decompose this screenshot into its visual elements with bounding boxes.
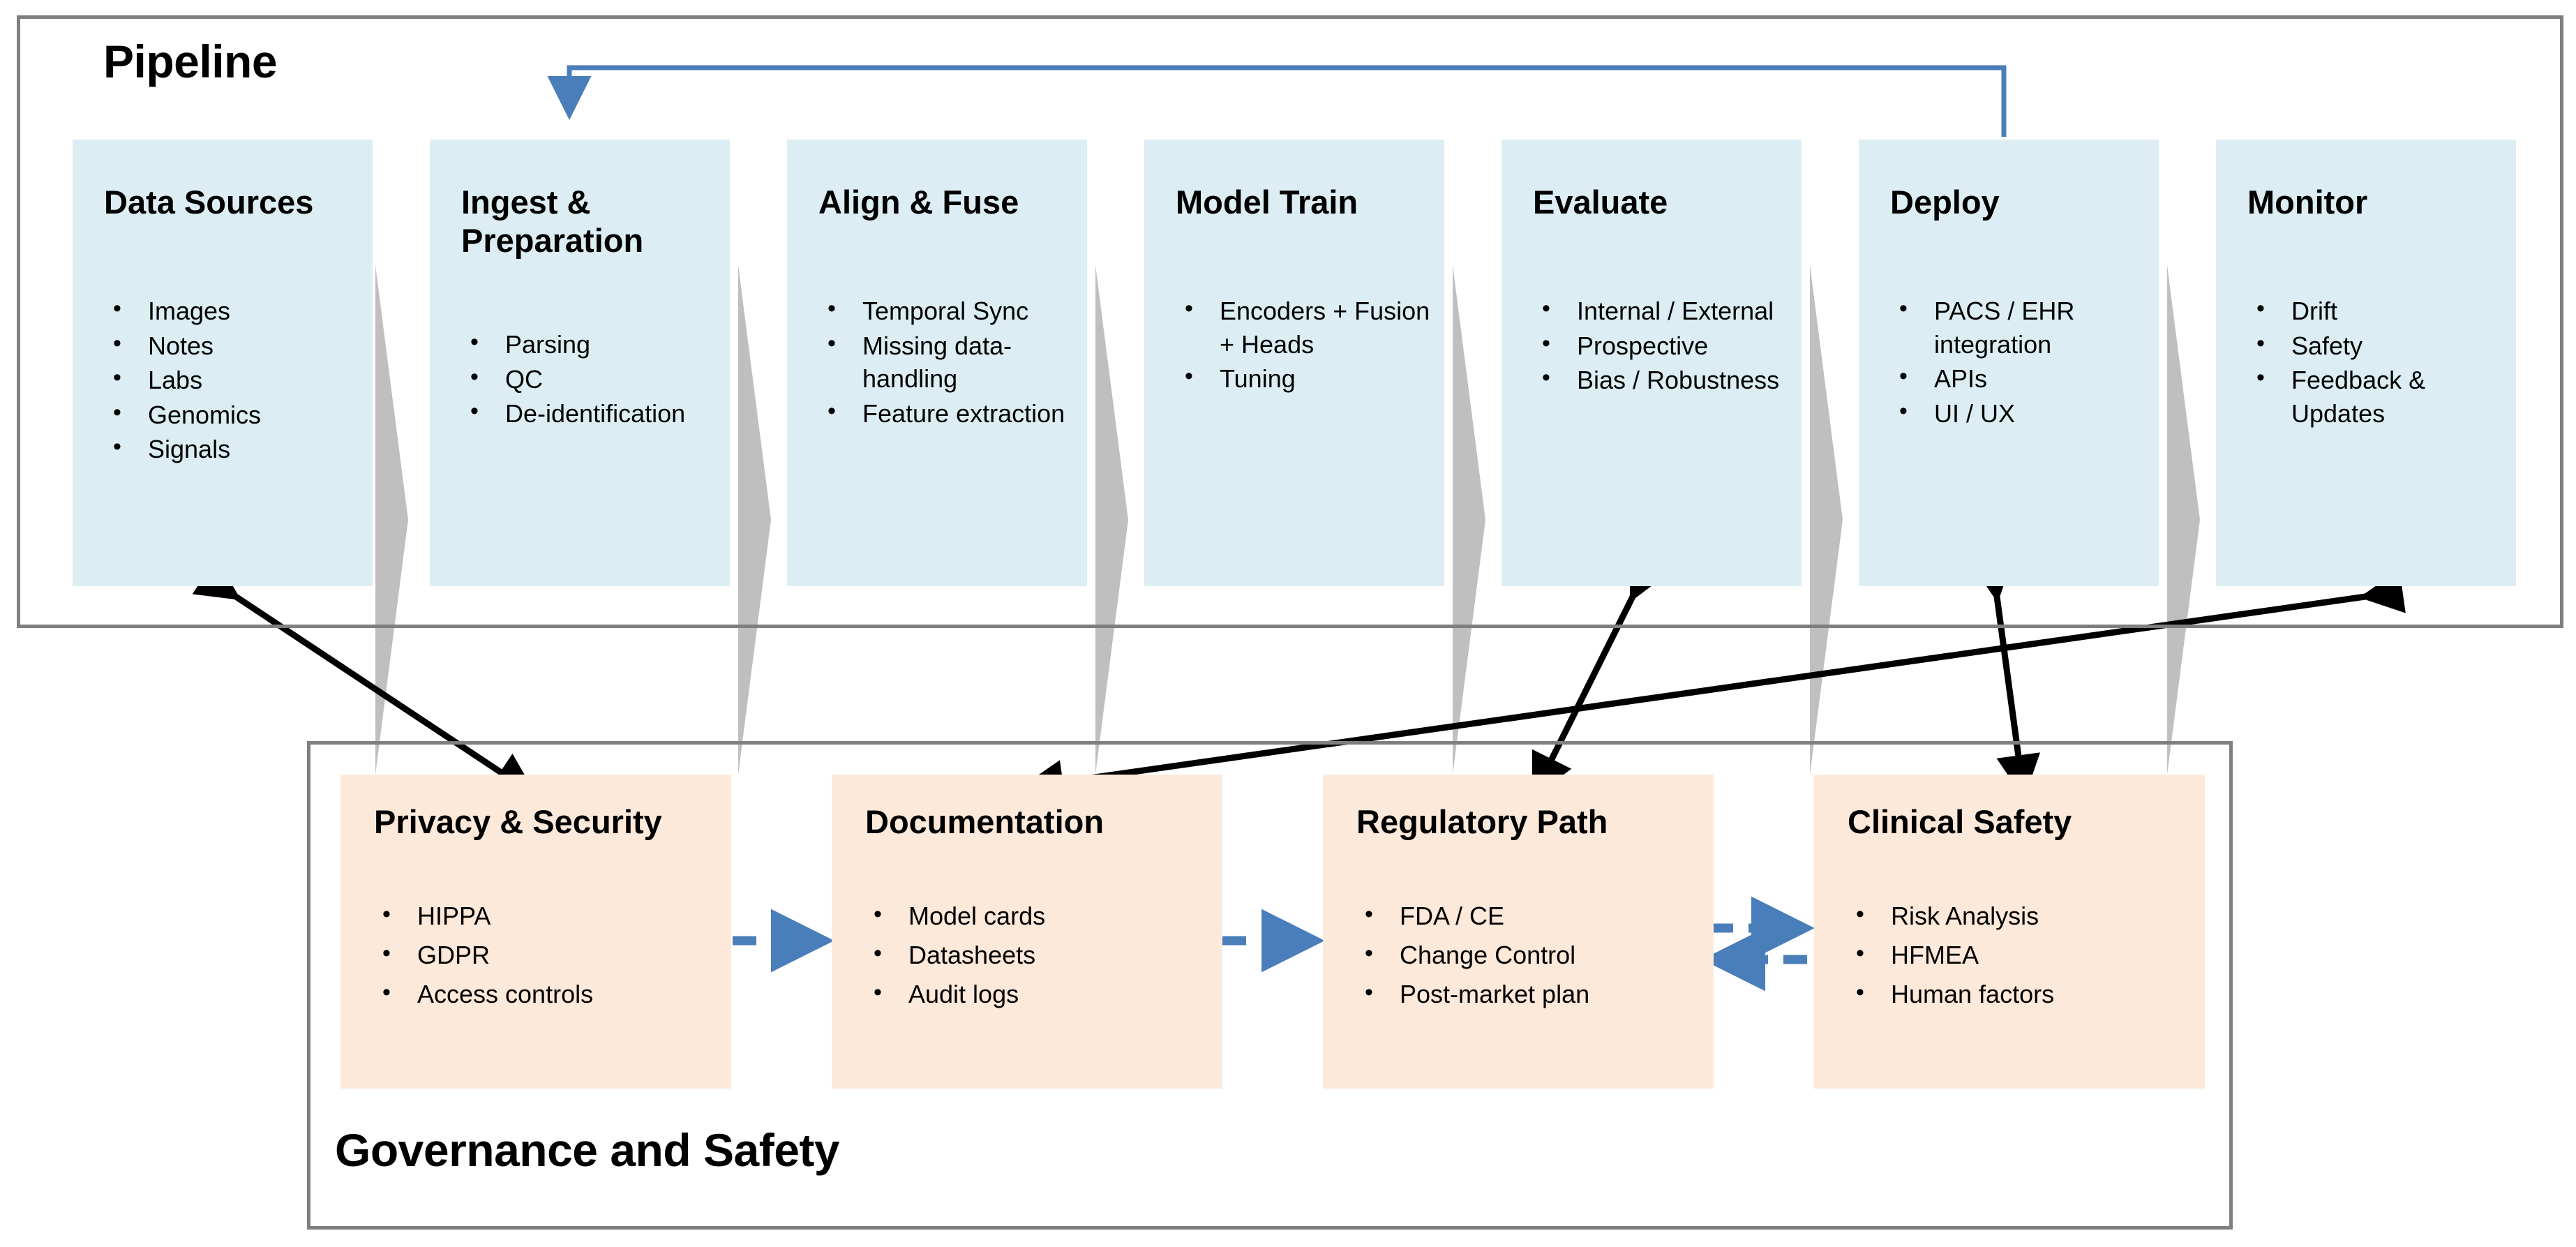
- gov-title-text: Regulatory Path: [1356, 803, 1608, 840]
- pipeline-frame: [17, 15, 2563, 628]
- list-item: Safety: [2237, 328, 2509, 363]
- stage-bullet-list: PACS / EHR integration APIs UI / UX: [1880, 293, 2152, 431]
- pipeline-stage-monitor[interactable]: Monitor Drift Safety Feedback & Updates: [2216, 140, 2516, 586]
- stage-bullet-list: Temporal Sync Missing data-handling Feat…: [808, 293, 1080, 431]
- governance-box-documentation[interactable]: Documentation Model cards Datasheets Aud…: [832, 775, 1222, 1089]
- list-item: Access controls: [363, 974, 727, 1014]
- gov-title-text: Privacy & Security: [374, 803, 662, 840]
- stage-title: Align & Fuse: [818, 184, 1019, 221]
- pipeline-stage-model-train[interactable]: Model Train Encoders + Fusion + Heads Tu…: [1144, 140, 1444, 586]
- pipeline-stage-deploy[interactable]: Deploy PACS / EHR integration APIs UI / …: [1859, 140, 2159, 586]
- stage-title: Data Sources: [104, 184, 314, 221]
- list-item: Signals: [93, 431, 366, 466]
- list-item: Genomics: [93, 397, 366, 432]
- list-item: HFMEA: [1836, 935, 2201, 975]
- pipeline-title: Pipeline: [103, 36, 278, 87]
- list-item: Prospective: [1522, 328, 1795, 363]
- list-item: Encoders + Fusion + Heads: [1165, 293, 1437, 361]
- list-item: Model cards: [854, 896, 1218, 936]
- list-item: Missing data-handling: [808, 328, 1080, 396]
- list-item: Drift: [2237, 293, 2509, 328]
- stage-bullet-list: Parsing QC De-identification: [451, 327, 723, 432]
- list-item: PACS / EHR integration: [1880, 293, 2152, 361]
- governance-box-regulatory-path[interactable]: Regulatory Path FDA / CE Change Control …: [1323, 775, 1714, 1089]
- list-item: Internal / External: [1522, 293, 1795, 328]
- list-item: Parsing: [451, 327, 723, 361]
- gov-title-text: Clinical Safety: [1848, 803, 2072, 840]
- stage-title: Ingest & Preparation: [461, 184, 644, 260]
- stage-title: Model Train: [1176, 184, 1358, 221]
- governance-title: Governance and Safety: [335, 1124, 840, 1176]
- list-item: Feature extraction: [808, 396, 1080, 431]
- stage-bullet-list: Internal / External Prospective Bias / R…: [1522, 293, 1795, 398]
- stage-title: Deploy: [1890, 184, 2000, 221]
- list-item: Tuning: [1165, 361, 1437, 396]
- list-item: Change Control: [1345, 935, 1709, 975]
- list-item: Bias / Robustness: [1522, 362, 1795, 397]
- stage-bullet-list: Drift Safety Feedback & Updates: [2237, 293, 2509, 431]
- list-item: Human factors: [1836, 974, 2201, 1014]
- list-item: De-identification: [451, 396, 723, 431]
- list-item: QC: [451, 361, 723, 396]
- stage-title: Monitor: [2247, 184, 2368, 221]
- governance-box-clinical-safety[interactable]: Clinical Safety Risk Analysis HFMEA Huma…: [1814, 775, 2205, 1089]
- list-item: UI / UX: [1880, 396, 2152, 431]
- pipeline-stage-align-fuse[interactable]: Align & Fuse Temporal Sync Missing data-…: [787, 140, 1087, 586]
- list-item: Temporal Sync: [808, 293, 1080, 328]
- gov-bullet-list: FDA / CE Change Control Post-market plan: [1345, 896, 1709, 1014]
- pipeline-stage-ingest-preparation[interactable]: Ingest & Preparation Parsing QC De-ident…: [430, 140, 730, 586]
- list-item: Datasheets: [854, 935, 1218, 975]
- stage-bullet-list: Images Notes Labs Genomics Signals: [93, 293, 366, 468]
- list-item: FDA / CE: [1345, 896, 1709, 936]
- list-item: Notes: [93, 328, 366, 363]
- gov-title-text: Documentation: [865, 803, 1104, 840]
- gov-bullet-list: HIPPA GDPR Access controls: [363, 896, 727, 1014]
- list-item: Labs: [93, 362, 366, 397]
- stage-bullet-list: Encoders + Fusion + Heads Tuning: [1165, 293, 1437, 397]
- gov-bullet-list: Risk Analysis HFMEA Human factors: [1836, 896, 2201, 1014]
- list-item: Risk Analysis: [1836, 896, 2201, 936]
- gov-bullet-list: Model cards Datasheets Audit logs: [854, 896, 1218, 1014]
- governance-frame: [307, 741, 2233, 1230]
- governance-box-privacy-security[interactable]: Privacy & Security HIPPA GDPR Access con…: [340, 775, 731, 1089]
- list-item: HIPPA: [363, 896, 727, 936]
- list-item: Post-market plan: [1345, 974, 1709, 1014]
- stage-title: Evaluate: [1533, 184, 1668, 221]
- list-item: Images: [93, 293, 366, 328]
- list-item: Feedback & Updates: [2237, 362, 2509, 430]
- pipeline-stage-evaluate[interactable]: Evaluate Internal / External Prospective…: [1502, 140, 1802, 586]
- pipeline-stage-data-sources[interactable]: Data Sources Images Notes Labs Genomics …: [73, 140, 373, 586]
- list-item: APIs: [1880, 361, 2152, 396]
- list-item: Audit logs: [854, 974, 1218, 1014]
- list-item: GDPR: [363, 935, 727, 975]
